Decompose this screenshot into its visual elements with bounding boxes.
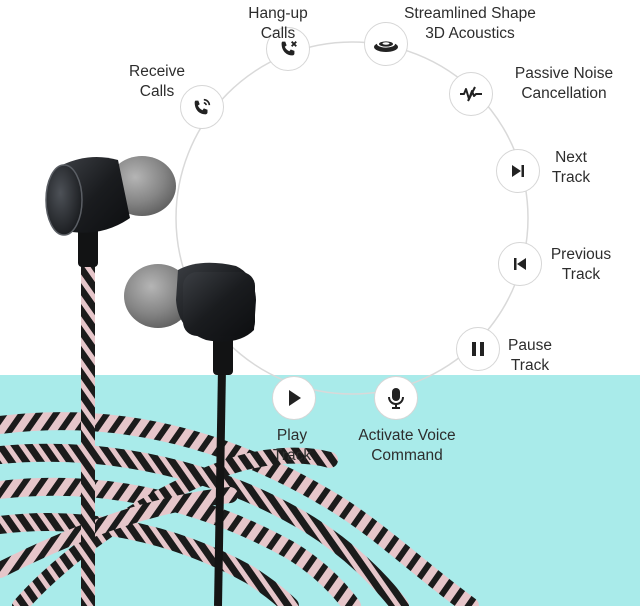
feature-label-line: Cancellation: [521, 85, 607, 102]
feature-label-line: Track: [551, 169, 591, 186]
feature-label-line: Previous: [550, 246, 612, 263]
feature-label-line: Track: [561, 266, 601, 283]
feature-label-line: Calls: [260, 25, 296, 42]
feature-label-line: Play: [276, 427, 308, 444]
right-earbud: [124, 262, 256, 375]
feature-label-line: Track: [272, 447, 312, 464]
feature-label-line: Streamlined Shape: [404, 5, 536, 22]
feature-label-line: Hang-up: [248, 5, 308, 22]
right-cable: [214, 367, 226, 606]
feature-label-line: Track: [510, 357, 550, 374]
feature-label-line: Pause: [508, 337, 552, 354]
feature-label-line: Command: [371, 447, 443, 464]
feature-label-line: Passive Noise: [514, 65, 614, 82]
feature-ring: [175, 41, 529, 395]
previous-track-icon: [498, 242, 542, 286]
left-earbud: [45, 156, 176, 267]
phone-hangup-icon: [266, 27, 310, 71]
next-track-icon: [496, 149, 540, 193]
feature-label-line: 3D Acoustics: [425, 25, 515, 42]
feature-label-line: Calls: [139, 83, 175, 100]
soundwave-cancel-icon: [449, 72, 493, 116]
feature-label-line: Receive: [129, 63, 185, 80]
microphone-icon: [374, 376, 418, 420]
pause-icon: [456, 327, 500, 371]
feature-label-line: Next: [555, 149, 587, 166]
phone-ringing-icon: [180, 85, 224, 129]
speaker-disc-icon: [364, 22, 408, 66]
feature-label-streamlined-shape: Streamlined Shape 3D Acoustics: [404, 4, 536, 44]
play-icon: [272, 376, 316, 420]
feature-label-line: Activate Voice: [358, 427, 456, 444]
